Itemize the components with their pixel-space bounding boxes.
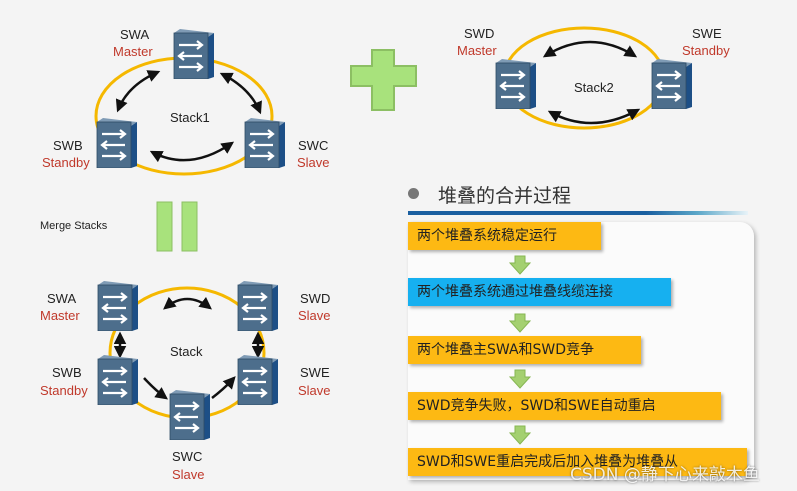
switch-icon bbox=[236, 355, 278, 406]
swa-name: SWA bbox=[120, 27, 149, 42]
down-arrow-icon bbox=[509, 313, 531, 333]
watermark: CSDN @静下心来敲木鱼 bbox=[570, 465, 760, 485]
down-arrow-icon bbox=[509, 425, 531, 445]
swd-name: SWD bbox=[464, 26, 494, 41]
link-arrow bbox=[143, 377, 169, 400]
m-swc-role: Slave bbox=[172, 467, 205, 482]
link-arrow bbox=[211, 376, 236, 399]
switch-icon bbox=[494, 59, 536, 110]
m-swc-name: SWC bbox=[172, 449, 202, 464]
link-arrow bbox=[115, 70, 161, 113]
switch-icon bbox=[243, 118, 285, 169]
swe-name: SWE bbox=[692, 26, 722, 41]
process-step: 两个堆叠主SWA和SWD竞争 bbox=[408, 336, 641, 364]
merge-stacks-label: Merge Stacks bbox=[40, 220, 108, 232]
swe-role: Standby bbox=[682, 43, 730, 58]
m-swa-name: SWA bbox=[47, 291, 76, 306]
process-step: SWD竞争失败，SWD和SWE自动重启 bbox=[408, 392, 721, 420]
switch-icon bbox=[95, 118, 137, 169]
equals-bar bbox=[156, 201, 173, 252]
m-swd-name: SWD bbox=[300, 291, 330, 306]
down-arrow-icon bbox=[509, 255, 531, 275]
process-step: 两个堆叠系统稳定运行 bbox=[408, 222, 601, 250]
down-arrow-icon bbox=[509, 369, 531, 389]
merged-stack-label: Stack bbox=[170, 344, 203, 359]
m-swa-role: Master bbox=[40, 308, 80, 323]
m-swb-name: SWB bbox=[52, 365, 82, 380]
switch-icon bbox=[96, 281, 138, 332]
equals-bar bbox=[181, 201, 198, 252]
link-arrow bbox=[547, 108, 641, 125]
process-step: 两个堆叠系统通过堆叠线缆连接 bbox=[408, 278, 671, 306]
plus-icon bbox=[350, 49, 417, 111]
switch-icon bbox=[650, 59, 692, 110]
swb-role: Standby bbox=[42, 155, 90, 170]
switch-icon bbox=[96, 355, 138, 406]
stack2-label: Stack2 bbox=[574, 80, 614, 95]
swc-role: Slave bbox=[297, 155, 330, 170]
link-arrow bbox=[219, 72, 262, 115]
m-swe-name: SWE bbox=[300, 365, 330, 380]
link-arrow bbox=[542, 40, 638, 58]
m-swe-role: Slave bbox=[298, 383, 331, 398]
swa-role: Master bbox=[113, 44, 153, 59]
switch-icon bbox=[236, 281, 278, 332]
title-divider bbox=[408, 211, 748, 215]
bullet-icon bbox=[408, 188, 419, 199]
process-title: 堆叠的合并过程 bbox=[438, 185, 572, 207]
swd-role: Master bbox=[457, 43, 497, 58]
link-arrow bbox=[163, 296, 212, 310]
swc-name: SWC bbox=[298, 138, 328, 153]
m-swb-role: Standby bbox=[40, 383, 88, 398]
switch-icon bbox=[168, 390, 210, 441]
switch-icon bbox=[172, 29, 214, 80]
m-swd-role: Slave bbox=[298, 308, 331, 323]
swb-name: SWB bbox=[53, 138, 83, 153]
process-step: SWD和SWE重启完成后加入堆叠为堆叠从 bbox=[408, 448, 747, 476]
stack1-label: Stack1 bbox=[170, 110, 210, 125]
link-arrow bbox=[149, 141, 235, 163]
